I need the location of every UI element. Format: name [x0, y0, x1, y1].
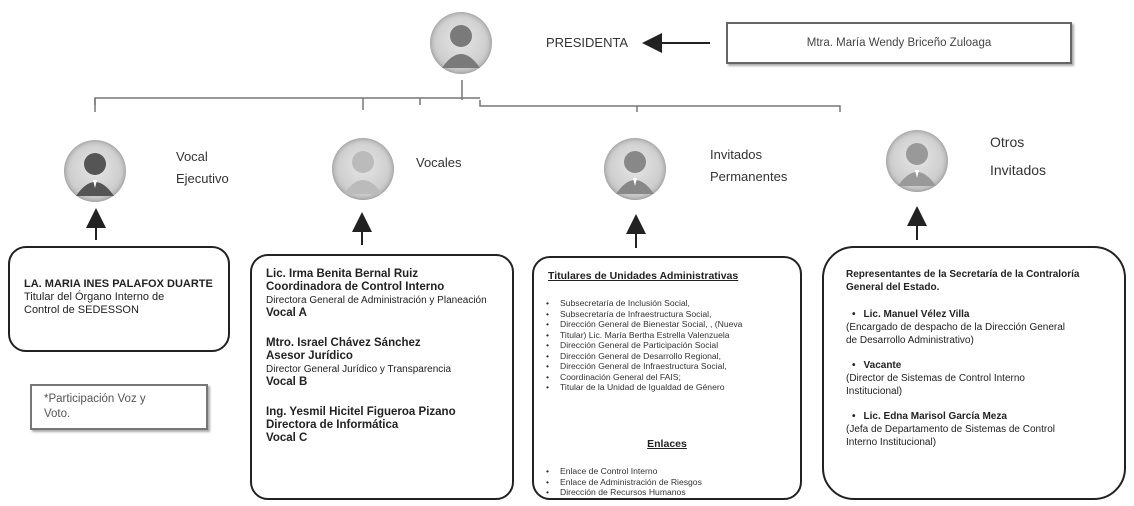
list-item: Titular de la Unidad de Igualdad de Géne…	[546, 382, 742, 393]
list-item: Subsecretaría de Inclusión Social,	[546, 298, 742, 309]
president-label: PRESIDENTA	[546, 35, 629, 50]
vocal-ejecutivo-box: LA. MARIA INES PALAFOX DUARTE Titular de…	[8, 246, 230, 352]
units-list: Subsecretaría de Inclusión Social, Subse…	[538, 298, 742, 393]
list-item: Dirección General de Desarrollo Regional…	[546, 351, 742, 362]
president-avatar	[430, 12, 492, 74]
list-item: Enlace de Control Interno	[546, 466, 702, 477]
invitados-box: Titulares de Unidades Administrativas Su…	[532, 256, 802, 500]
otros-avatar	[886, 130, 948, 192]
list-item: Enlace de Administración de Riesgos	[546, 477, 702, 488]
branch-label-2: Vocales	[416, 155, 462, 170]
list-item: Titular) Lic. María Bertha Estrella Vale…	[546, 330, 742, 341]
vocal-ejecutivo-name: LA. MARIA INES PALAFOX DUARTE	[24, 278, 213, 290]
enlaces-heading: Enlaces	[647, 438, 687, 450]
otros-box: Representantes de la Secretaría de la Co…	[822, 246, 1126, 500]
list-item: Dirección General de Infraestructura Soc…	[546, 361, 742, 372]
president-name-box: Mtra. María Wendy Briceño Zuloaga	[726, 22, 1072, 64]
list-item: Subsecretaría de Infraestructura Social,	[546, 309, 742, 320]
list-item: Coordinación General del FAIS;	[546, 372, 742, 383]
vocal-ejecutivo-avatar	[64, 140, 126, 202]
list-item: Dirección General de Participación Socia…	[546, 340, 742, 351]
invitados-avatar	[604, 138, 666, 200]
enlaces-list: Enlace de Control Interno Enlace de Admi…	[538, 466, 702, 498]
invitados-heading: Titulares de Unidades Administrativas	[548, 270, 739, 282]
list-item: Dirección de Recursos Humanos	[546, 487, 702, 498]
participation-note: *Participación Voz y Voto.	[30, 384, 208, 430]
president-name: Mtra. María Wendy Briceño Zuloaga	[806, 37, 992, 49]
vocales-box: Lic. Irma Benita Bernal Ruiz Coordinador…	[250, 254, 514, 500]
list-item: Dirección General de Bienestar Social, ,…	[546, 319, 742, 330]
vocales-avatar	[332, 138, 394, 200]
